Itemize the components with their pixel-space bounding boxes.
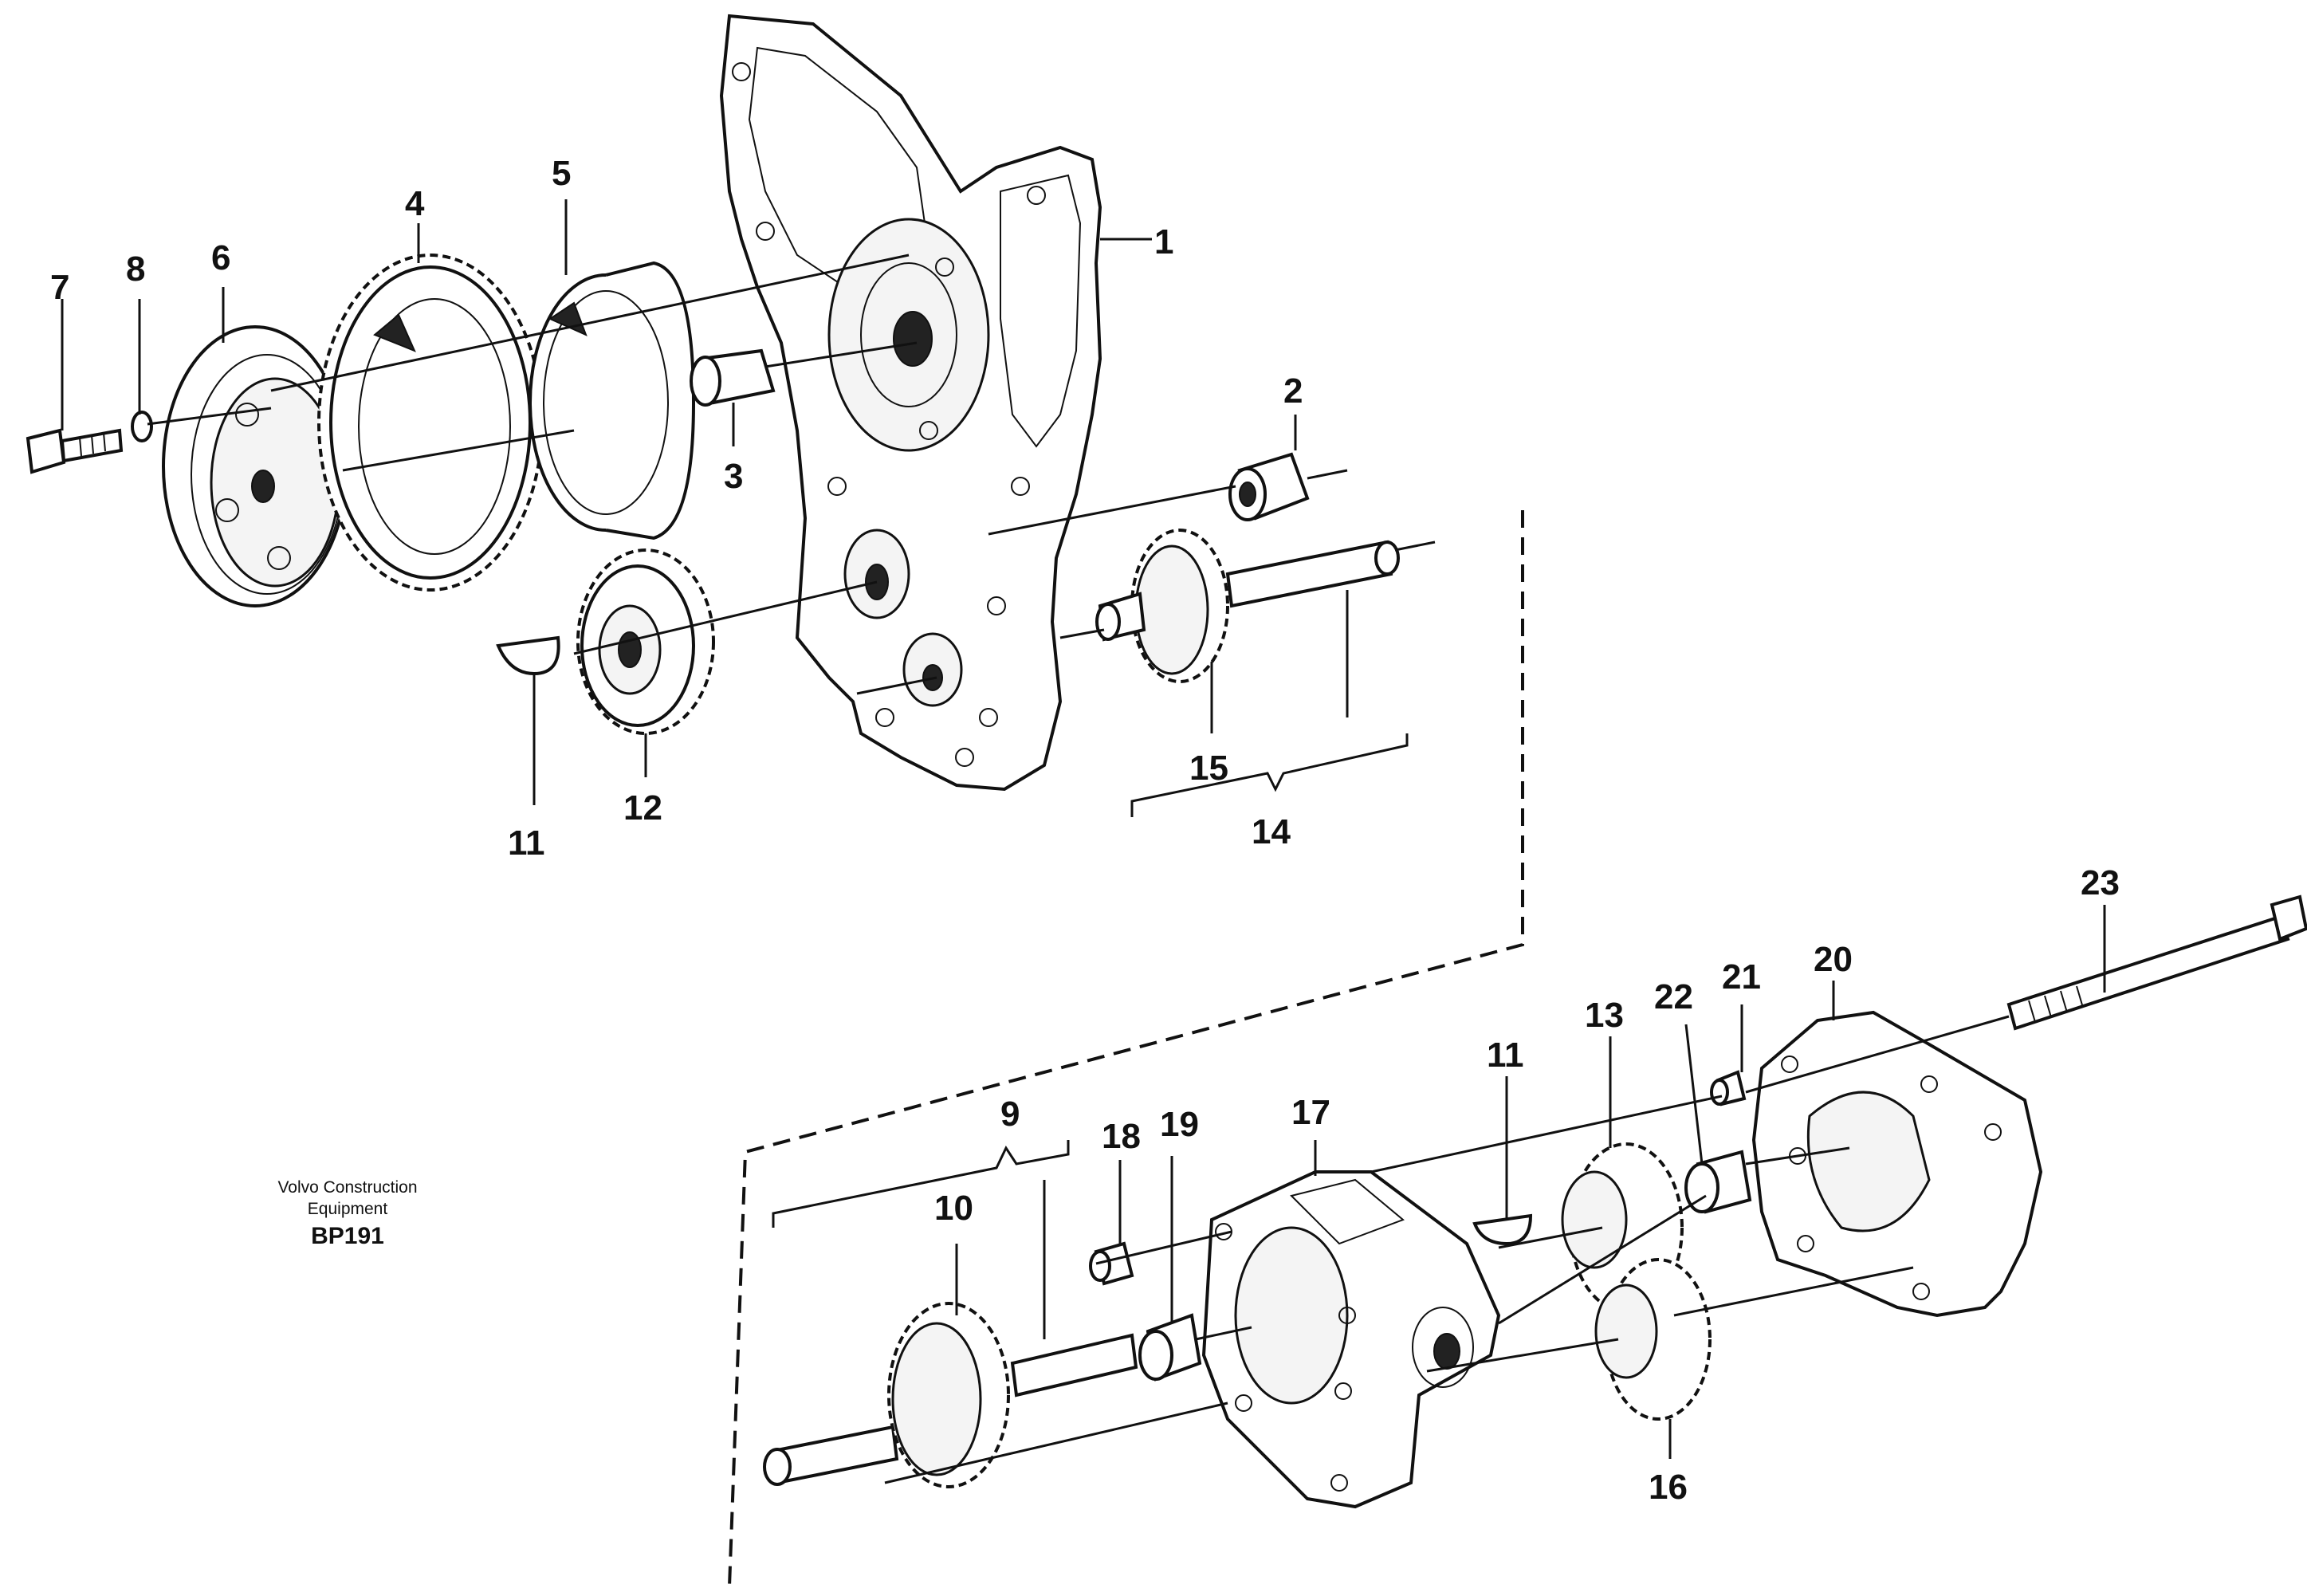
lower-guide-lines — [884, 1015, 2010, 1484]
part-pulley — [162, 325, 348, 607]
part-gear-13-face — [1561, 1170, 1628, 1269]
part-pump-body — [1201, 1170, 1501, 1509]
dashed-assembly-outline — [728, 510, 1524, 1587]
part-washer-8 — [131, 411, 153, 442]
part-pin-21 — [1710, 1070, 1747, 1107]
callout-19: 19 — [1160, 1105, 1199, 1144]
callout-12: 12 — [623, 788, 662, 827]
upper-guide-lines — [147, 254, 1436, 695]
callout-7: 7 — [50, 268, 69, 307]
callout-5: 5 — [552, 154, 571, 193]
callout-3: 3 — [724, 457, 743, 496]
callout-6: 6 — [211, 238, 230, 277]
part-pin-18 — [1089, 1241, 1134, 1286]
callout-18: 18 — [1102, 1117, 1141, 1156]
callout-10: 10 — [934, 1189, 973, 1228]
callout-13: 13 — [1585, 996, 1624, 1035]
callout-2: 2 — [1283, 371, 1303, 411]
callout-4: 4 — [405, 184, 425, 223]
bracket-14 — [1130, 733, 1409, 817]
leader-lines — [61, 199, 2106, 1459]
part-bolt-23 — [2006, 894, 2307, 1031]
part-bushing-2 — [1228, 452, 1310, 521]
stamp-line-1: Volvo Construction — [277, 1178, 417, 1197]
callout-20: 20 — [1814, 940, 1853, 979]
callout-8: 8 — [126, 250, 145, 289]
bracket-9 — [772, 1140, 1070, 1228]
callout-1: 1 — [1154, 222, 1173, 261]
part-housing — [719, 14, 1102, 792]
callout-9: 9 — [1000, 1095, 1020, 1134]
callout-21: 21 — [1722, 957, 1761, 997]
callout-17: 17 — [1291, 1093, 1330, 1132]
part-shaft-gear-15 — [1095, 529, 1400, 683]
part-bushing-19 — [1138, 1313, 1202, 1382]
callout-23: 23 — [2081, 863, 2120, 902]
part-bushing-22 — [1684, 1150, 1752, 1214]
callout-15: 15 — [1189, 749, 1228, 788]
part-dowel-3 — [690, 348, 776, 407]
stamp-code: BP191 — [311, 1223, 384, 1249]
part-pump-cover — [1751, 1010, 2043, 1318]
part-key-11-lower — [1472, 1213, 1533, 1246]
part-drive-shaft — [763, 1302, 1138, 1488]
part-sleeve — [529, 261, 696, 541]
stamp-line-2: Equipment — [308, 1200, 388, 1218]
callout-14: 14 — [1252, 812, 1291, 851]
part-gear-16-face — [1594, 1283, 1658, 1379]
callout-22: 22 — [1654, 977, 1693, 1016]
callout-11-upper: 11 — [508, 824, 545, 863]
part-bolt-7 — [26, 428, 124, 474]
callout-11-lower: 11 — [1487, 1036, 1524, 1075]
callout-16: 16 — [1649, 1468, 1688, 1507]
part-ring-gear — [317, 254, 544, 592]
part-gear-12 — [576, 548, 715, 735]
part-key-11-upper — [496, 635, 560, 676]
